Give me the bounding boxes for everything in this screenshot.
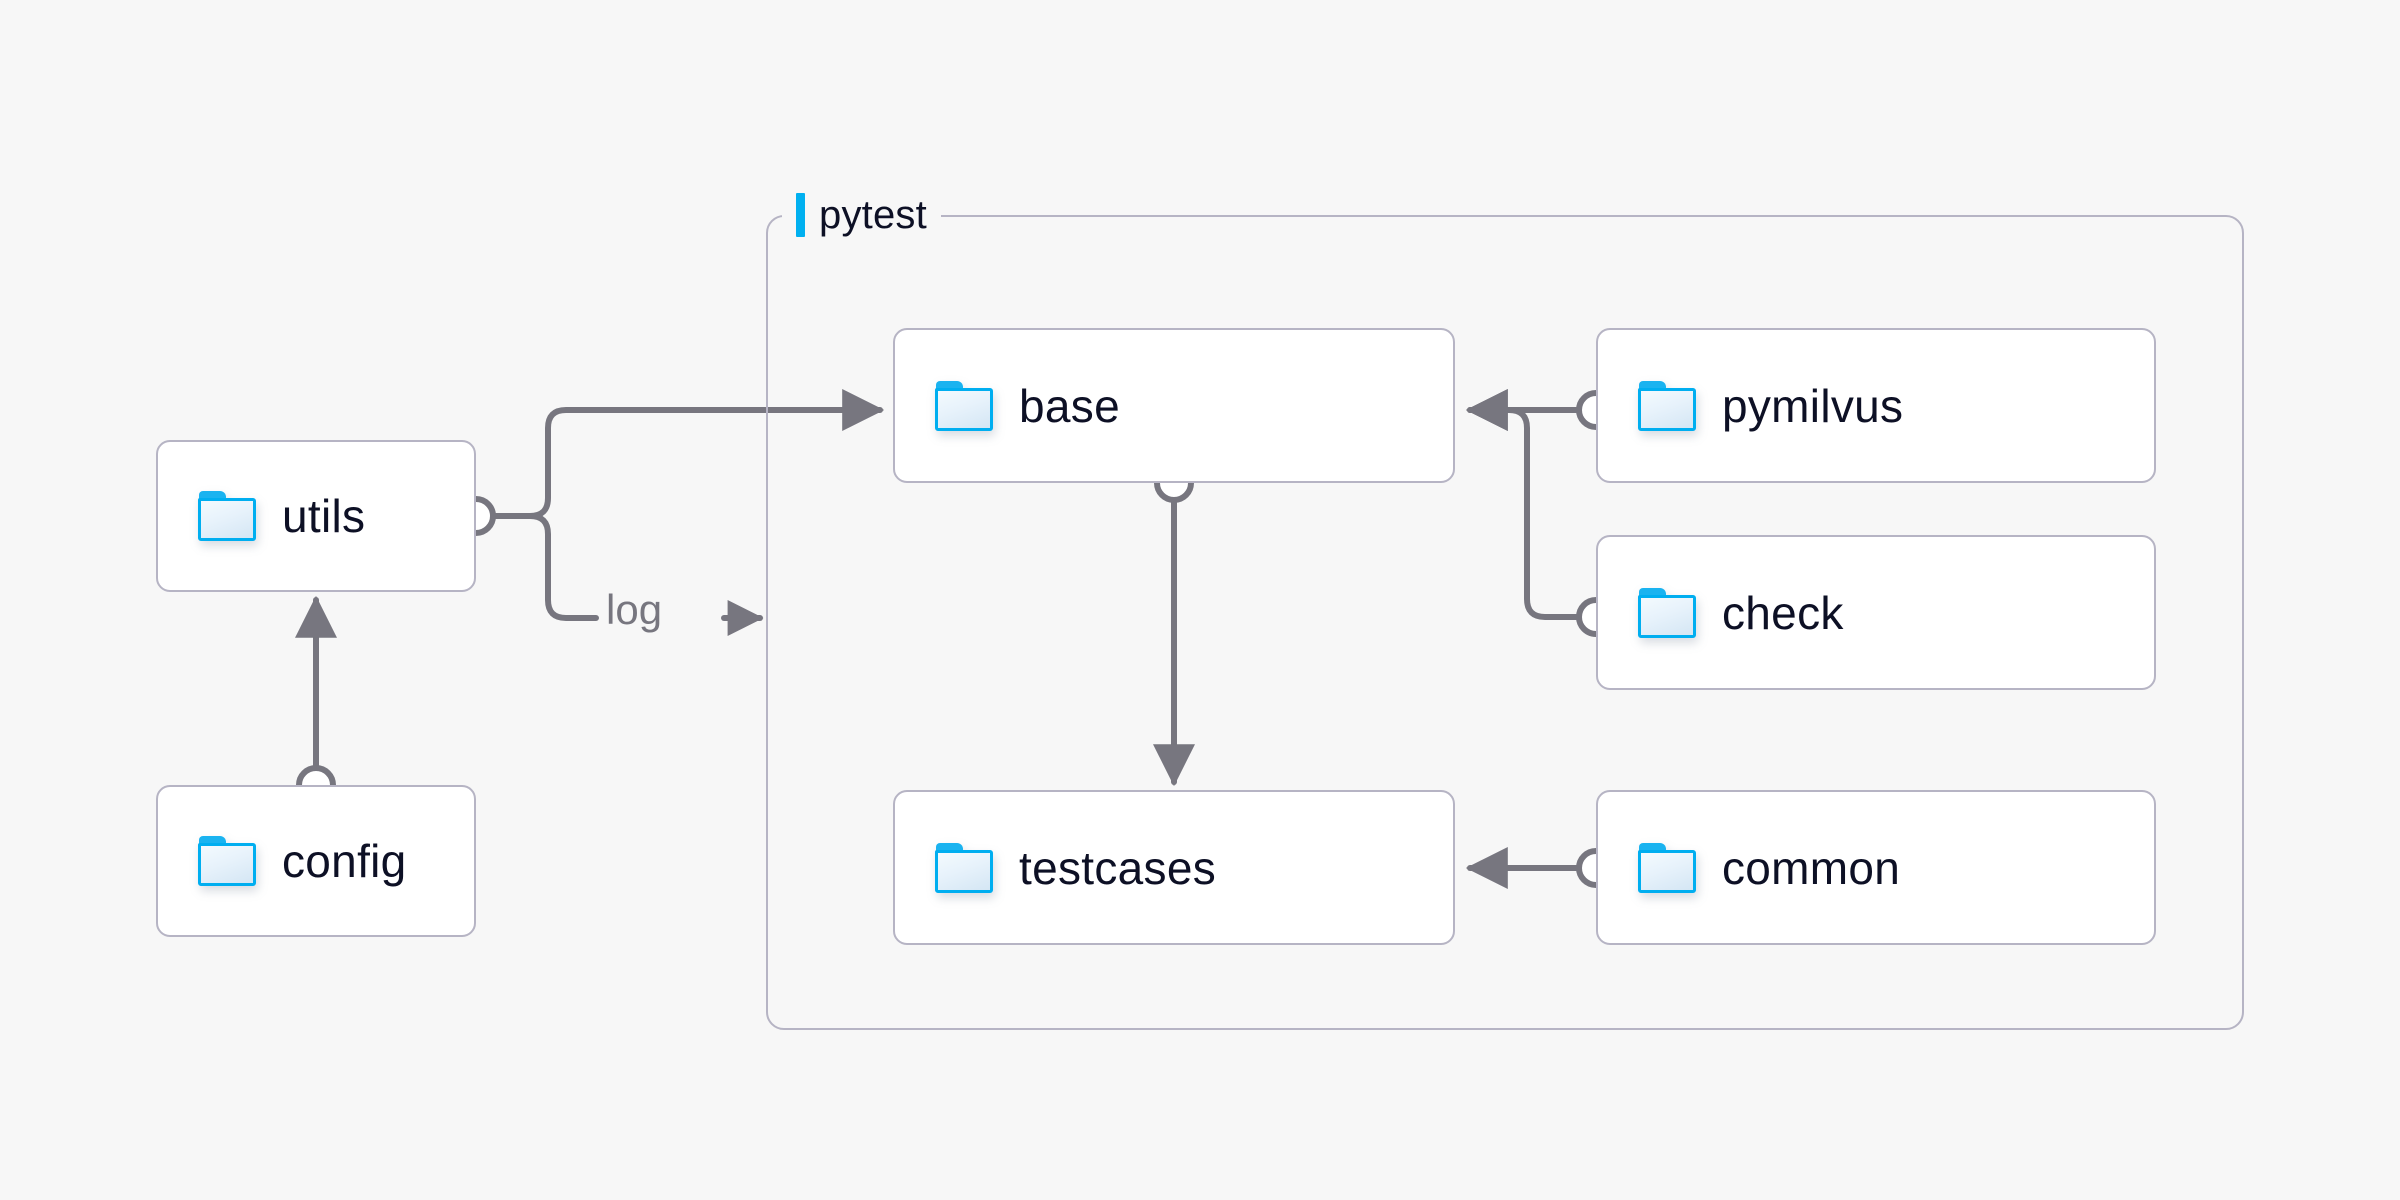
group-pytest-label: pytest bbox=[782, 192, 941, 238]
node-check[interactable]: check bbox=[1596, 535, 2156, 690]
folder-icon bbox=[935, 842, 993, 893]
node-utils-label: utils bbox=[282, 490, 366, 542]
folder-icon bbox=[935, 380, 993, 431]
node-pymilvus[interactable]: pymilvus bbox=[1596, 328, 2156, 483]
node-testcases-label: testcases bbox=[1019, 841, 1217, 894]
group-pytest[interactable]: pytest bbox=[766, 192, 2244, 1030]
folder-icon bbox=[1638, 587, 1696, 638]
folder-icon bbox=[1638, 842, 1696, 893]
node-check-label: check bbox=[1722, 586, 1844, 639]
node-common-label: common bbox=[1722, 841, 1901, 894]
node-base[interactable]: base bbox=[893, 328, 1455, 483]
node-utils[interactable]: utils bbox=[156, 440, 476, 592]
node-testcases[interactable]: testcases bbox=[893, 790, 1455, 945]
folder-icon bbox=[198, 836, 256, 886]
node-config-label: config bbox=[282, 835, 407, 887]
edge-label-log: log bbox=[606, 586, 663, 633]
accent-bar-icon bbox=[796, 193, 805, 237]
node-pymilvus-label: pymilvus bbox=[1722, 379, 1904, 432]
folder-icon bbox=[1638, 380, 1696, 431]
node-base-label: base bbox=[1019, 379, 1120, 432]
node-config[interactable]: config bbox=[156, 785, 476, 937]
node-common[interactable]: common bbox=[1596, 790, 2156, 945]
group-pytest-title: pytest bbox=[819, 193, 927, 237]
folder-icon bbox=[198, 491, 256, 541]
edge-config-utils bbox=[295, 595, 337, 805]
